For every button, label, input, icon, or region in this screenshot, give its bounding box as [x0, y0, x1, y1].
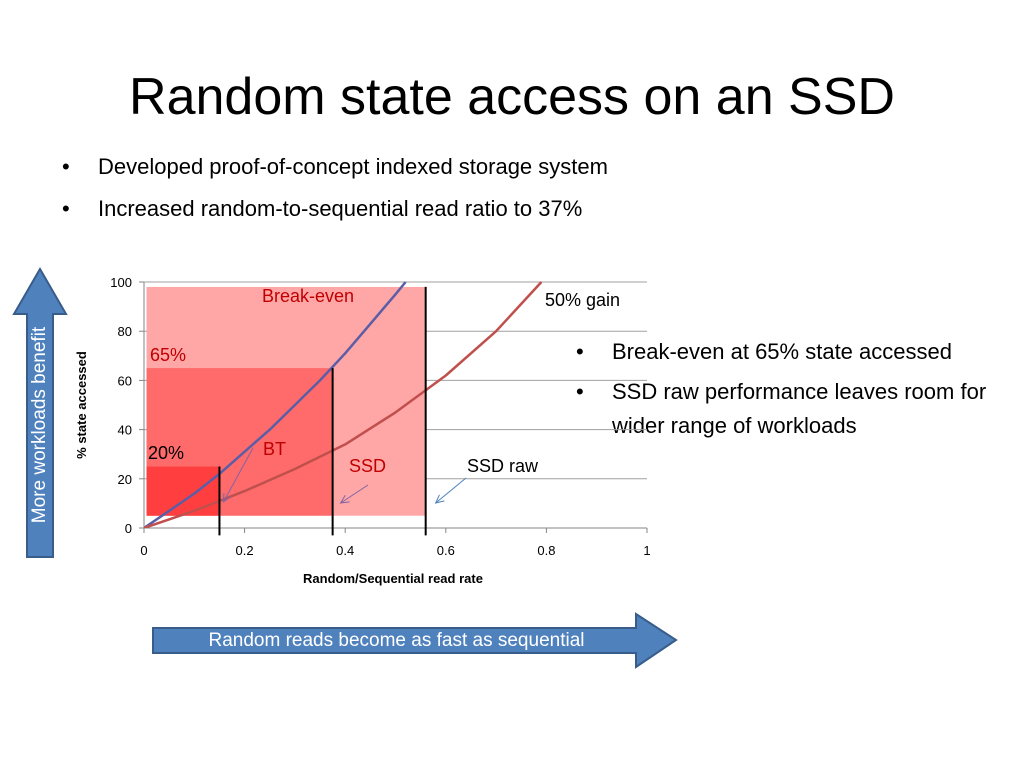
chart-tick-labels: 0 0.2 0.4 0.6 0.8 1 0 20 40 60 80 100: [110, 275, 650, 558]
annotation-break-even: Break-even: [262, 286, 354, 306]
pointer-bt: [223, 447, 254, 503]
bullet-item: Break-even at 65% state accessed: [576, 335, 1016, 369]
annotation-ssd: SSD: [349, 456, 386, 476]
bullet-item: Developed proof-of-concept indexed stora…: [62, 151, 942, 183]
series-line-break-even: [144, 281, 407, 528]
x-tick-label: 0.4: [336, 543, 354, 558]
x-axis-label: Random/Sequential read rate: [303, 571, 483, 586]
y-tick-label: 0: [125, 521, 132, 536]
x-tick-label: 0: [140, 543, 147, 558]
pointer-ssd: [340, 484, 369, 504]
pointer-bt-head: [222, 492, 232, 504]
y-tick-label: 40: [118, 423, 132, 438]
up-block-arrow: [12, 267, 68, 558]
y-tick-label: 100: [110, 275, 132, 290]
y-tick-label: 60: [118, 373, 132, 388]
pointer-ssd-raw-head: [434, 494, 445, 504]
annotation-bt: BT: [263, 439, 286, 459]
chart-markers: [218, 286, 427, 536]
annotation-20-percent: 20%: [148, 443, 184, 463]
x-tick-label: 1: [643, 543, 650, 558]
annotation-ssd-raw: SSD raw: [467, 456, 539, 476]
y-tick-label: 80: [118, 324, 132, 339]
x-tick-label: 0.8: [537, 543, 555, 558]
x-tick-label: 0.2: [236, 543, 254, 558]
arrow-right-label: Random reads become as fast as sequentia…: [208, 630, 585, 651]
slide-title: Random state access on an SSD: [129, 68, 895, 126]
chart-series: [144, 281, 543, 528]
pointer-ssd-raw: [435, 477, 467, 504]
annotation-50-gain: 50% gain: [545, 290, 620, 310]
y-tick-label: 20: [118, 472, 132, 487]
annotation-pointers: [222, 447, 467, 504]
bullet-item: Increased random-to-sequential read rati…: [62, 193, 942, 225]
series-line-50-gain: [144, 281, 543, 528]
annotation-65-percent: 65%: [150, 345, 186, 365]
x-tick-label: 0.6: [437, 543, 455, 558]
y-axis-label: % state accessed: [74, 351, 89, 459]
pointer-ssd-head: [339, 495, 350, 504]
top-bullet-list: Developed proof-of-concept indexed stora…: [62, 151, 942, 235]
bullet-item: SSD raw performance leaves room for wide…: [576, 375, 1016, 443]
chart-regions: [146, 286, 426, 516]
arrow-up-label: More workloads benefit: [29, 326, 50, 524]
side-bullet-list: Break-even at 65% state accessed SSD raw…: [576, 335, 1016, 449]
right-block-arrow: [152, 612, 678, 669]
region-bt: [146, 466, 220, 516]
